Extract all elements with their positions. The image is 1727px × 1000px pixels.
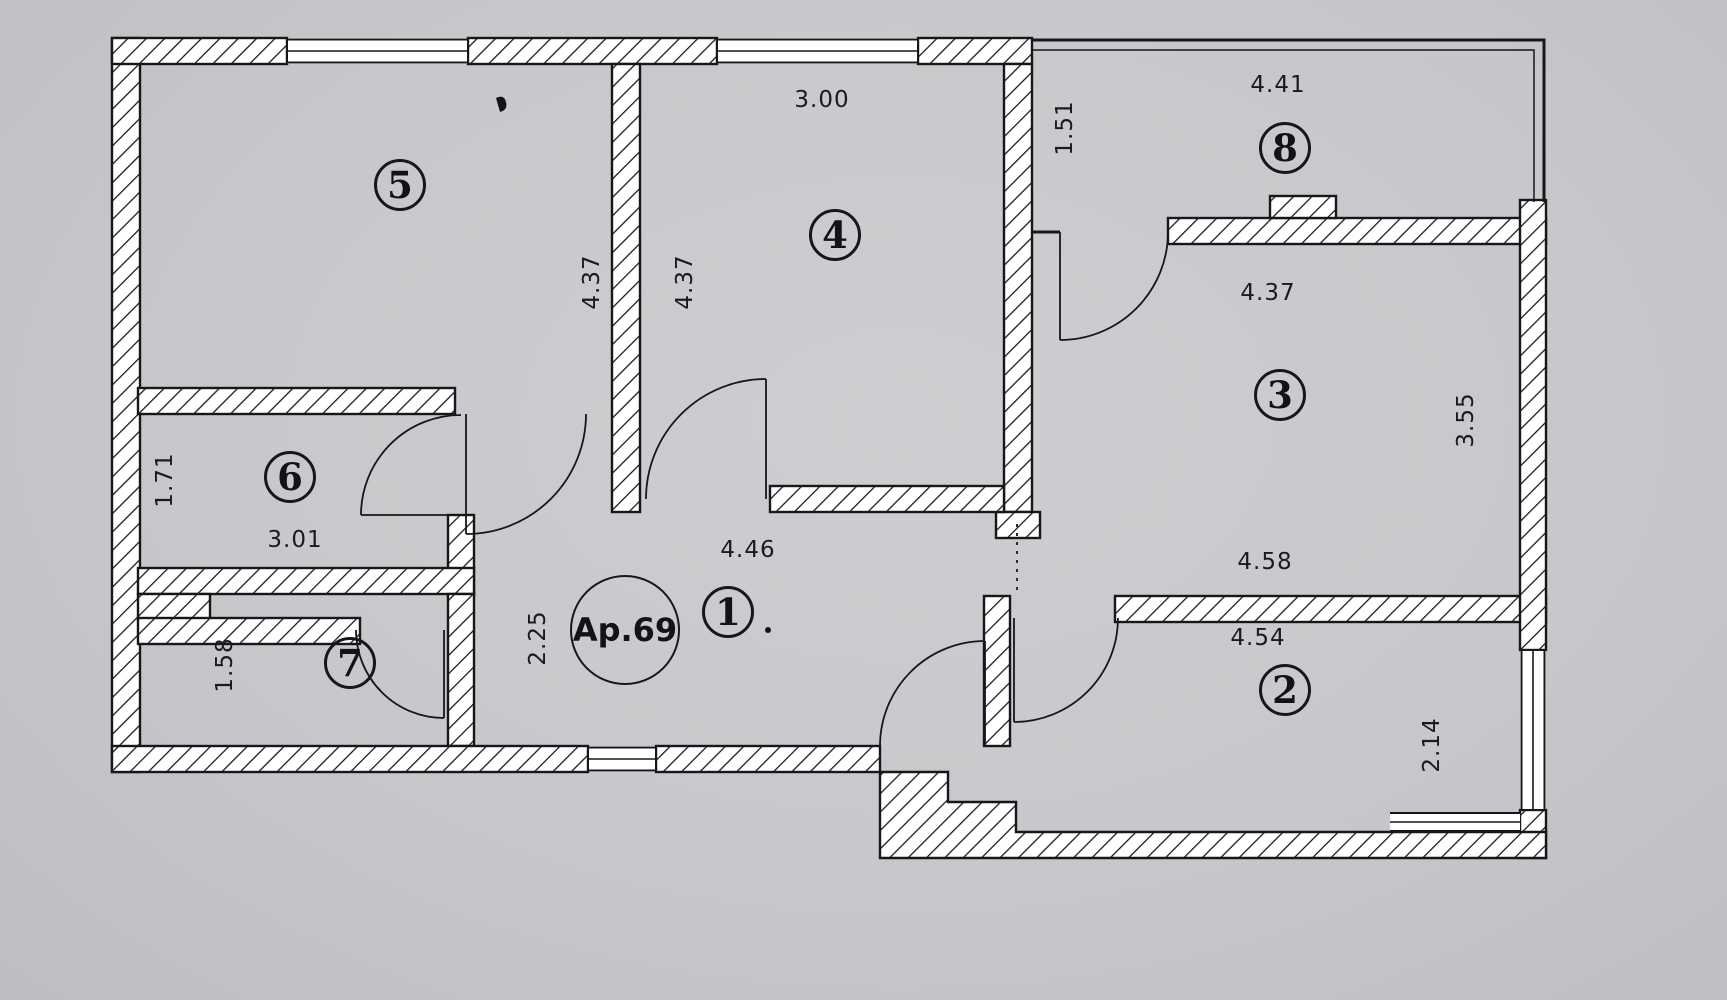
dim-room4-height: 4.37 xyxy=(672,254,698,310)
balcony-parapet xyxy=(1031,38,1546,202)
wall-room7-top xyxy=(136,616,362,646)
wall-room4-bottom xyxy=(768,484,1006,514)
dim-room7-height: 1.58 xyxy=(212,637,238,693)
dim-room6-height: 1.71 xyxy=(152,452,178,508)
dim-room6-width: 3.01 xyxy=(267,527,323,553)
window-bottom-right xyxy=(1390,812,1520,832)
room-3-badge: 3 xyxy=(1254,369,1306,421)
wall-room4-right xyxy=(1002,62,1034,514)
apartment-label: Ap.69 xyxy=(570,575,680,685)
room-1-badge: 1 xyxy=(702,586,754,638)
door-room8 xyxy=(1059,231,1169,341)
room-6-badge: 6 xyxy=(264,451,316,503)
ink-mark-2 xyxy=(765,627,771,633)
doors-layer xyxy=(355,231,1169,747)
room-4-badge: 4 xyxy=(809,209,861,261)
dim-room3-height: 3.55 xyxy=(1453,392,1479,448)
window-room2 xyxy=(1520,649,1546,811)
room-8-badge: 8 xyxy=(1259,122,1311,174)
dim-room3-bottom-width: 4.58 xyxy=(1237,549,1293,575)
walls-layer xyxy=(110,36,1548,860)
wall-outer-top-2 xyxy=(466,36,719,66)
wall-room8-chimney xyxy=(1268,194,1338,220)
ink-mark-1 xyxy=(496,96,507,112)
wall-room5-room4 xyxy=(610,62,642,514)
wall-room5-room6 xyxy=(136,386,457,416)
dim-room3-width: 4.37 xyxy=(1240,280,1296,306)
windows-layer xyxy=(286,38,1546,832)
window-room4 xyxy=(716,38,919,64)
dim-room2-width: 4.54 xyxy=(1230,625,1286,651)
dim-balcony-width: 4.41 xyxy=(1250,72,1306,98)
dim-room5-height: 4.37 xyxy=(579,254,605,310)
wall-outer-right-upper xyxy=(1518,198,1548,652)
wall-room6-bottom xyxy=(136,566,476,596)
window-room5 xyxy=(286,38,469,64)
dim-room4-width: 3.00 xyxy=(794,87,850,113)
room-5-badge: 5 xyxy=(374,159,426,211)
door-room2 xyxy=(1013,617,1119,723)
ink-marks xyxy=(496,96,771,633)
window-hall xyxy=(587,746,657,772)
dim-hall-width: 4.46 xyxy=(720,537,776,563)
door-room5 xyxy=(465,413,587,535)
wall-room8-bottom xyxy=(1166,216,1548,246)
dim-hall-height: 2.25 xyxy=(525,610,551,666)
wall-room2-left xyxy=(982,594,1012,748)
door-entry xyxy=(879,640,986,747)
room-2-badge: 2 xyxy=(1259,664,1311,716)
door-room6 xyxy=(360,414,462,516)
wall-outer-bottom-stepped xyxy=(878,770,1548,860)
wall-outer-top-1 xyxy=(110,36,289,66)
room-7-badge: 7 xyxy=(324,637,376,689)
dim-room2-height: 2.14 xyxy=(1419,717,1445,773)
dim-balcony-passage: 1.51 xyxy=(1052,100,1078,156)
door-room4 xyxy=(645,378,767,500)
